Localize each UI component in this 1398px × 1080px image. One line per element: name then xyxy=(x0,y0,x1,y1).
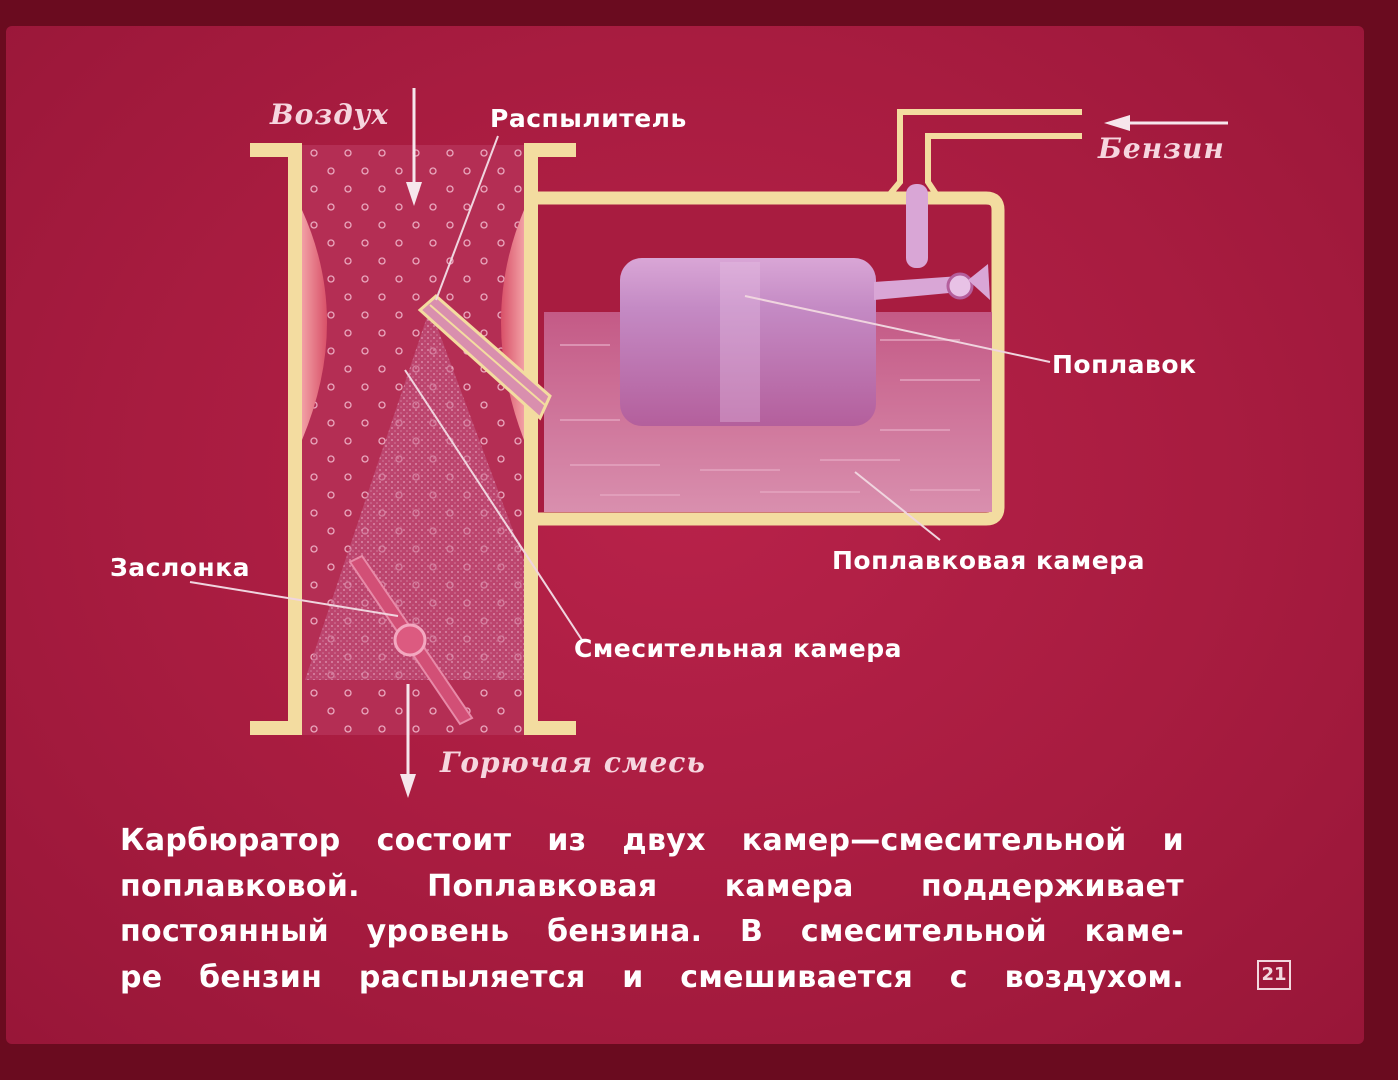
sprayer-nozzle xyxy=(417,294,552,421)
caption-text: Карбюратор состоит из двух камер—смесите… xyxy=(120,818,1184,1000)
throttle-valve xyxy=(348,554,474,726)
float-chamber xyxy=(538,184,1005,526)
fuel-inlet-pipe xyxy=(887,109,1082,196)
air-arrow xyxy=(406,88,422,206)
mixture-arrow xyxy=(400,684,416,798)
venturi-left xyxy=(302,210,327,440)
label-float-chamber: Поплавковая камера xyxy=(832,546,1145,575)
float-lever xyxy=(874,276,960,300)
label-mixing-chamber: Смесительная камера xyxy=(574,634,903,663)
mixing-chamber xyxy=(302,145,524,735)
gasoline-arrow xyxy=(1104,115,1228,131)
caption-line: постоянный уровень бензина. В смесительн… xyxy=(120,914,1184,949)
label-fuel-mixture: Горючая смесь xyxy=(440,746,706,779)
label-float: Поплавок xyxy=(1052,350,1197,379)
label-gasoline: Бензин xyxy=(1098,132,1225,165)
leader-lines xyxy=(189,135,1051,641)
needle-valve xyxy=(906,184,928,268)
caption-line: ре бензин распыляется и смешивается с во… xyxy=(120,959,1184,995)
caption-line: поплавковой. Поплавковая камера поддержи… xyxy=(120,868,1184,904)
mixing-tube-walls xyxy=(250,143,576,735)
label-air: Воздух xyxy=(270,98,390,131)
label-throttle: Заслонка xyxy=(110,553,251,582)
label-sprayer: Распылитель xyxy=(490,104,687,133)
float xyxy=(620,258,876,426)
caption-line: Карбюратор состоит из двух камер—смесите… xyxy=(120,823,1184,858)
page-number: 21 xyxy=(1257,960,1291,990)
